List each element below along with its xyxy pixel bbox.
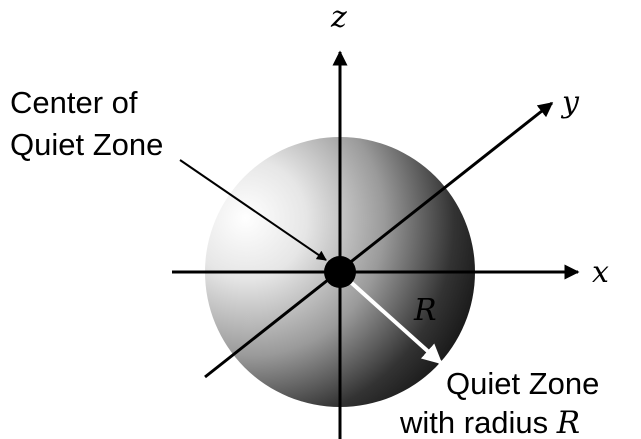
y-axis-label: y (560, 85, 580, 120)
z-axis-label: z (330, 0, 347, 35)
center-label-line1: Center of (10, 85, 138, 120)
zone-label-line2: with radius R (399, 405, 580, 439)
radius-arrow (343, 275, 443, 365)
center-label-line2: Quiet Zone (10, 127, 163, 162)
center-pointer-arrow (179, 159, 327, 261)
zone-label-line1: Quiet Zone (446, 366, 599, 401)
zone-label-line2-symbol: R (556, 405, 580, 439)
center-point (324, 256, 356, 288)
radius-symbol-label: R (413, 293, 437, 328)
y-axis (204, 101, 554, 379)
x-axis-label: x (592, 255, 609, 290)
zone-label-line2-prefix: with radius (399, 405, 557, 439)
